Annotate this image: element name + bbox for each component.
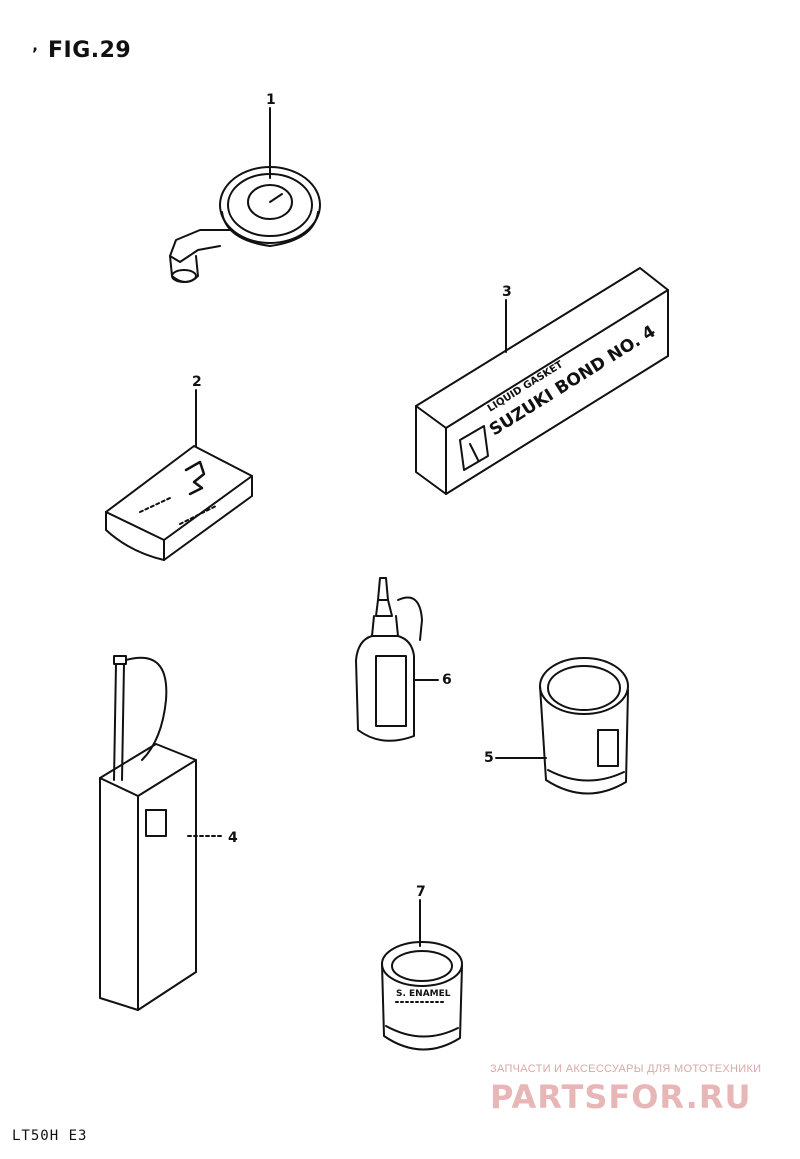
callout-2: 2 [192, 374, 202, 390]
model-code: LT50H E3 [12, 1128, 88, 1144]
callout-6: 6 [442, 672, 452, 688]
callout-4: 4 [228, 830, 238, 846]
can7-label: S. ENAMEL [396, 989, 451, 999]
callout-1: 1 [266, 92, 276, 108]
watermark-tagline: ЗАПЧАСТИ И АКСЕССУАРЫ ДЛЯ МОТОТЕХНИКИ [490, 1063, 762, 1075]
part-5-can[interactable] [495, 657, 629, 795]
bond-box-brand: SUZUKI BOND NO. 4 [486, 322, 659, 441]
callout-3: 3 [502, 284, 512, 300]
part-4-tin-container[interactable] [99, 655, 225, 1011]
figure-mark: ’ [32, 44, 39, 63]
watermark-site[interactable]: PARTSFOR.RU [490, 1078, 752, 1116]
part-1-pressure-gauge[interactable] [169, 107, 321, 283]
part-6-oil-bottle[interactable] [355, 577, 439, 742]
callout-7: 7 [416, 884, 426, 900]
figure-title: FIG.29 [48, 38, 132, 63]
callout-5: 5 [484, 750, 494, 766]
part-2-box[interactable] [105, 389, 253, 561]
part-3-bond-box[interactable] [415, 267, 669, 495]
part-7-small-can[interactable] [381, 899, 463, 1051]
